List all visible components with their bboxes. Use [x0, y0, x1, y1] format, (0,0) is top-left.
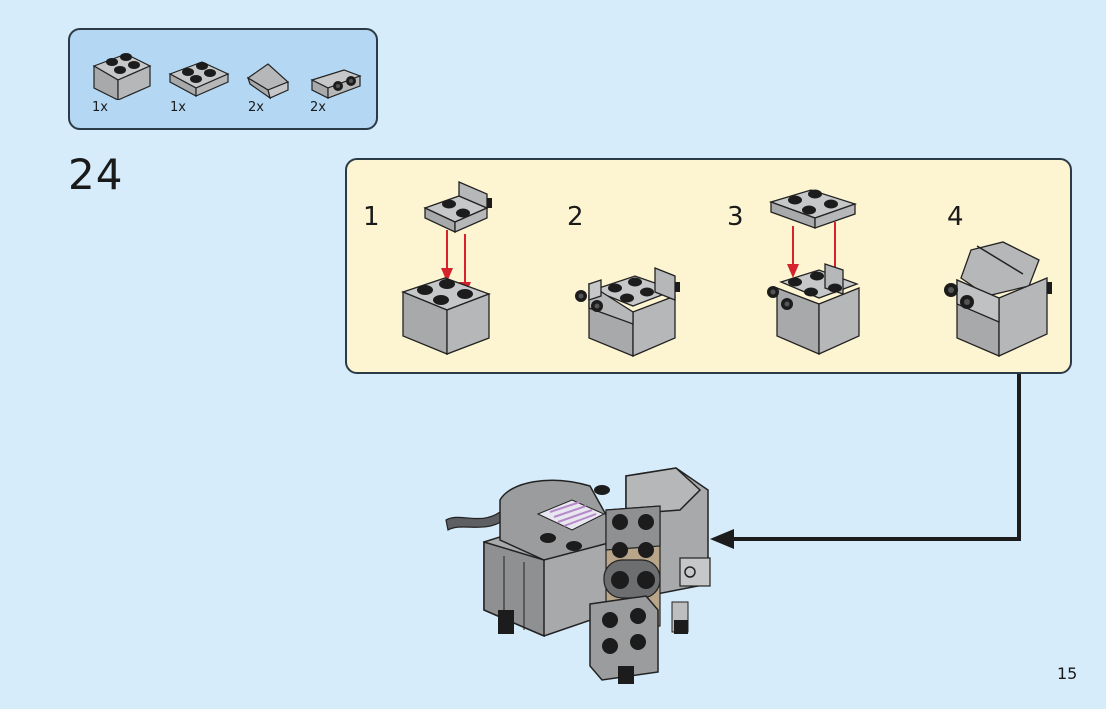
page-number: 15: [1057, 664, 1078, 683]
part-slope-icon: [246, 60, 294, 100]
part-qty: 2x: [310, 100, 326, 115]
substep-label: 2: [567, 202, 584, 232]
substep-label: 1: [363, 202, 380, 232]
step-number: 24: [68, 150, 124, 199]
part-qty: 1x: [170, 100, 186, 115]
substep-3-figure: [763, 178, 875, 358]
callout-connector-line: [1017, 374, 1021, 540]
callout-connector-line: [730, 537, 1021, 541]
elephant-model-figure: [440, 460, 720, 690]
part-brick-2x2-icon: [90, 44, 154, 100]
attach-arrow-icon: [710, 529, 734, 549]
substep-label: 3: [727, 202, 744, 232]
substep-label: 4: [947, 202, 964, 232]
substeps-panel: 1 2: [345, 158, 1072, 374]
part-qty: 1x: [92, 100, 108, 115]
parts-list-panel: 1x 1x 2x 2x: [68, 28, 378, 130]
substep-1-figure: [397, 178, 507, 358]
part-bracket-icon: [308, 66, 364, 100]
substep-2-figure: [575, 246, 685, 358]
substep-4-figure: [943, 238, 1059, 360]
part-plate-2x2-icon: [168, 58, 230, 98]
part-qty: 2x: [248, 100, 264, 115]
